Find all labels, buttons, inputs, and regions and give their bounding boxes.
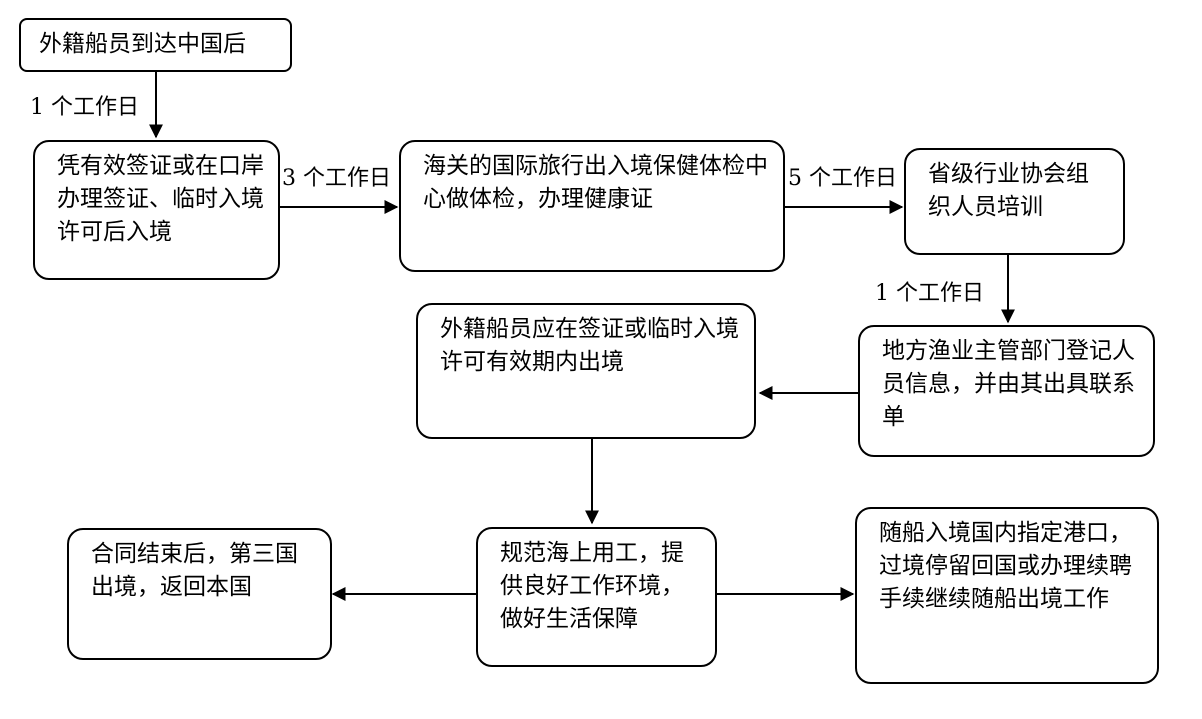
- node-health: 海关的国际旅行出入境保健体检中心做体检，办理健康证: [399, 140, 785, 272]
- edge-label-entry-to-health: 3 个工作日: [282, 166, 391, 191]
- edge-label-training-to-register: 1 个工作日: [875, 281, 984, 306]
- node-exit-valid: 外籍船员应在签证或临时入境许可有效期内出境: [416, 303, 756, 439]
- edge-label-health-to-training: 5 个工作日: [788, 166, 897, 191]
- node-training: 省级行业协会组织人员培训: [904, 148, 1125, 255]
- node-work: 规范海上用工，提供良好工作环境，做好生活保障: [476, 527, 717, 667]
- node-register: 地方渔业主管部门登记人员信息，并由其出具联系单: [858, 325, 1155, 457]
- node-arrive: 外籍船员到达中国后: [19, 18, 292, 72]
- node-entry: 凭有效签证或在口岸办理签证、临时入境许可后入境: [33, 140, 280, 280]
- node-port-transit: 随船入境国内指定港口，过境停留回国或办理续聘手续继续随船出境工作: [855, 507, 1159, 684]
- edge-label-arrive-to-entry: 1 个工作日: [30, 95, 139, 120]
- node-return-home: 合同结束后，第三国出境，返回本国: [67, 528, 332, 660]
